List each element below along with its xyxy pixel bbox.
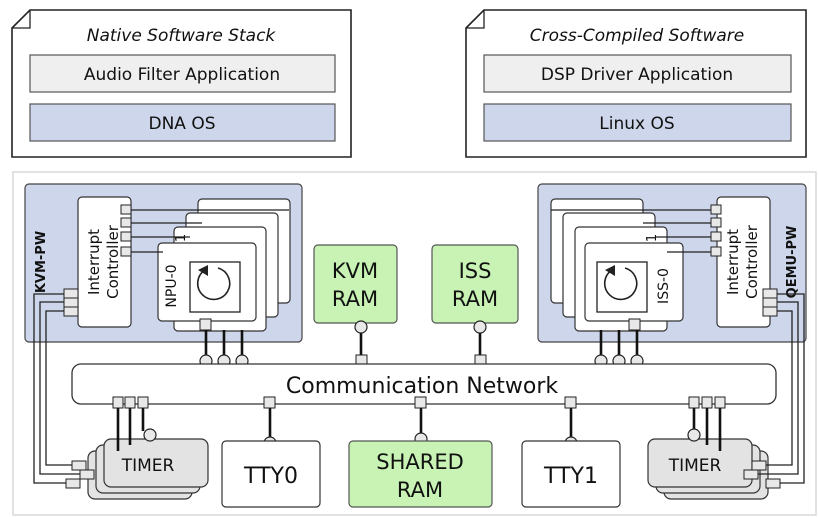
tty0-port [263, 396, 276, 409]
left-timer-bus-wires [116, 408, 145, 451]
tty1-block: TTY1 [521, 396, 621, 508]
kvm-cpu-card-1-label: 1 [174, 234, 189, 242]
communication-network-label: Communication Network [286, 374, 559, 399]
qemu-cpu-card-1-label: 1 [645, 234, 660, 242]
linux-os-label: Linux OS [599, 114, 674, 134]
kvm-cpu-cycle-icon [196, 267, 231, 301]
qemu-irq-wires [551, 204, 722, 257]
qemu-irq-port-3 [762, 306, 778, 317]
tty1-port [564, 396, 577, 409]
qemu-cpu-cycle-arrowhead [605, 265, 615, 276]
right-timer-irq-port-3 [765, 478, 781, 489]
iss-ram-block: ISS RAM [431, 244, 519, 367]
left-timer-port-2 [124, 396, 136, 409]
kvm-ram-label-2: RAM [332, 287, 378, 311]
tty1-box [521, 440, 621, 508]
qemu-interrupt-controller [716, 196, 771, 328]
left-timer-port-1 [112, 396, 124, 409]
kvm-irq-label-1: Interrupt [85, 229, 103, 295]
left-timer-irq-port-1 [71, 460, 87, 471]
shared-ram-block: SHARED RAM [348, 396, 493, 508]
kvm-irq-label-2: Controller [104, 224, 122, 299]
dsp-driver-app-label: DSP Driver Application [541, 65, 733, 85]
left-timer-dot [143, 428, 157, 442]
iss-ram-dot [473, 320, 487, 334]
right-timer-bus-wires [692, 408, 722, 451]
shared-ram-label-2: RAM [397, 478, 443, 502]
left-timer-irq-wires [33, 293, 80, 484]
native-software-stack: Native Software Stack Audio Filter Appli… [11, 9, 352, 158]
qemu-pw-label: QEMU-PW [785, 226, 800, 299]
cross-stack-fold [466, 10, 485, 29]
kvm-ram-box [313, 244, 398, 324]
right-timer-dot [687, 428, 701, 442]
qemu-irq-label-1: Interrupt [724, 229, 742, 295]
kvm-npu0-label: NPU-0 [164, 264, 180, 307]
kvm-ram-block: KVM RAM [313, 244, 398, 367]
cross-stack-title: Cross-Compiled Software [530, 26, 744, 46]
qemu-irq-label-2: Controller [743, 224, 761, 299]
kvm-pw-label: KVM-PW [34, 231, 49, 293]
kvm-pw-block: KVM-PW Interrupt Controller K 1 NPU-0 [24, 183, 303, 368]
left-timer-irq-port-2 [79, 469, 95, 480]
left-timer-port-3 [137, 396, 149, 409]
right-timer-block: TIMER [647, 293, 805, 500]
right-timer-irq-wires [758, 293, 805, 484]
shared-ram-label-1: SHARED [376, 450, 464, 474]
kvm-ram-dot [354, 320, 368, 334]
qemu-cpu-cycle-icon [603, 267, 638, 301]
kvm-irq-port-1 [63, 288, 79, 299]
qemu-iss0-label: ISS-0 [656, 268, 672, 304]
dna-os-label: DNA OS [148, 114, 215, 134]
tty0-label: TTY0 [243, 464, 298, 489]
kvm-cpu-cycle-arrowhead [198, 265, 208, 276]
left-timer-block: TIMER [33, 293, 209, 500]
qemu-bus-wires [599, 330, 639, 355]
qemu-irq-port-2 [762, 297, 778, 308]
right-timer-irq-port-2 [743, 469, 759, 480]
dna-os-box [29, 103, 336, 142]
right-timer-port-2 [701, 396, 713, 409]
left-timer-card [103, 438, 209, 488]
qemu-irq-port-1 [762, 288, 778, 299]
kvm-irq-port-2 [63, 297, 79, 308]
kvm-irq-port-3 [63, 306, 79, 317]
kvm-irq-wires [120, 204, 289, 257]
audio-filter-app-box [29, 54, 336, 93]
kvm-ram-label-1: KVM [332, 259, 378, 283]
right-timer-port-3 [714, 396, 726, 409]
shared-ram-box [348, 440, 493, 508]
native-stack-fold [12, 10, 31, 29]
iss-ram-label-1: ISS [459, 259, 492, 283]
kvm-interrupt-controller [77, 196, 132, 328]
tty0-block: TTY0 [221, 396, 321, 508]
right-timer-label: TIMER [668, 456, 722, 476]
qemu-iss-port [628, 318, 641, 331]
linux-os-box [483, 103, 792, 142]
left-timer-irq-port-3 [65, 478, 81, 489]
kvm-npu-port [199, 318, 212, 331]
right-timer-irq-port-1 [751, 460, 767, 471]
dsp-driver-app-box [483, 54, 792, 93]
iss-ram-label-2: RAM [452, 287, 498, 311]
left-timer-label: TIMER [121, 456, 175, 476]
tty0-box [221, 440, 321, 508]
right-timer-port-1 [688, 396, 700, 409]
audio-filter-app-label: Audio Filter Application [84, 65, 280, 85]
iss-ram-box [431, 244, 519, 324]
shared-ram-port [414, 396, 427, 409]
native-stack-title: Native Software Stack [87, 26, 277, 46]
kvm-bus-wires [204, 330, 244, 355]
qemu-pw-block: QEMU-PW Interrupt Controller K 1 ISS-0 [537, 183, 807, 368]
cross-compiled-software-stack: Cross-Compiled Software DSP Driver Appli… [465, 9, 807, 158]
tty1-label: TTY1 [543, 464, 598, 489]
